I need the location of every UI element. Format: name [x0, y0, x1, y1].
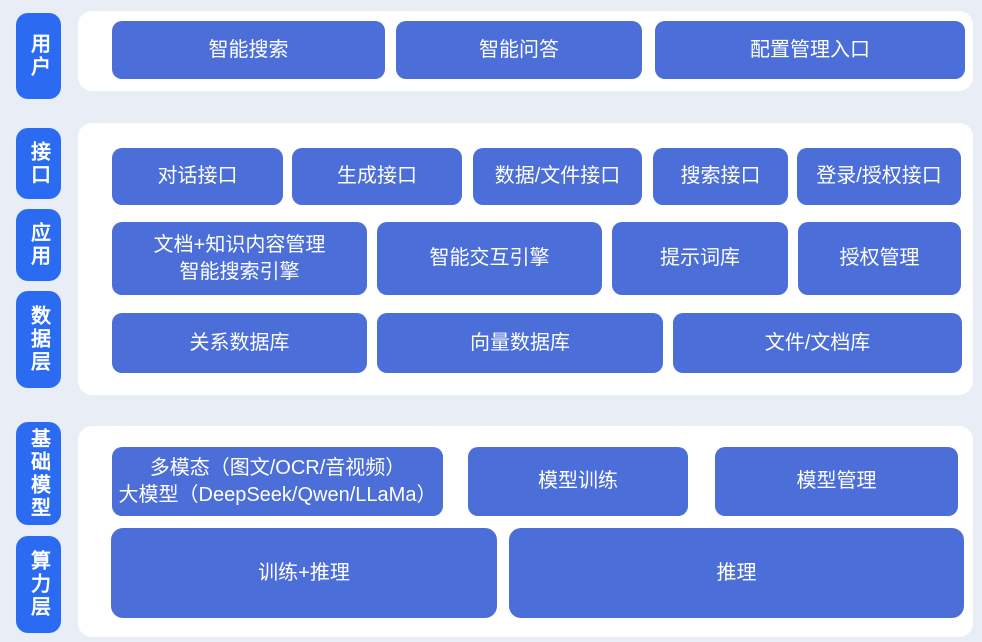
- layer-label-user: 用户: [16, 13, 61, 99]
- layer-label-data: 数据层: [16, 291, 61, 388]
- layer-label-application-text: 应用: [27, 222, 50, 268]
- box-multimodal-llm: 多模态（图文/OCR/音视频） 大模型（DeepSeek/Qwen/LLaMa）: [112, 447, 443, 516]
- layer-label-data-text: 数据层: [27, 305, 50, 374]
- box-vector-db: 向量数据库: [377, 313, 663, 373]
- box-data-file-api: 数据/文件接口: [473, 148, 642, 205]
- layer-label-foundation-model: 基础模型: [16, 422, 61, 525]
- box-smart-qa: 智能问答: [396, 21, 642, 79]
- layer-label-compute: 算力层: [16, 536, 61, 633]
- box-config-entry: 配置管理入口: [655, 21, 965, 79]
- box-doc-knowledge-engine: 文档+知识内容管理 智能搜索引擎: [112, 222, 367, 295]
- layer-label-foundation-model-text: 基础模型: [27, 427, 50, 520]
- box-prompt-library: 提示词库: [612, 222, 788, 295]
- layer-label-compute-text: 算力层: [27, 550, 50, 619]
- box-file-doc-store: 文件/文档库: [673, 313, 962, 373]
- layer-label-interface: 接口: [16, 128, 61, 199]
- layer-label-user-text: 用户: [27, 33, 50, 79]
- box-model-management: 模型管理: [715, 447, 958, 516]
- box-model-training: 模型训练: [468, 447, 688, 516]
- box-inference: 推理: [509, 528, 964, 618]
- box-search-api: 搜索接口: [653, 148, 788, 205]
- box-training-inference: 训练+推理: [111, 528, 497, 618]
- box-interaction-engine: 智能交互引擎: [377, 222, 602, 295]
- box-login-auth-api: 登录/授权接口: [797, 148, 961, 205]
- layer-label-application: 应用: [16, 209, 61, 281]
- box-generation-api: 生成接口: [292, 148, 462, 205]
- box-dialog-api: 对话接口: [112, 148, 283, 205]
- box-auth-management: 授权管理: [798, 222, 961, 295]
- box-relational-db: 关系数据库: [112, 313, 367, 373]
- box-smart-search: 智能搜索: [112, 21, 385, 79]
- layer-label-interface-text: 接口: [27, 140, 50, 187]
